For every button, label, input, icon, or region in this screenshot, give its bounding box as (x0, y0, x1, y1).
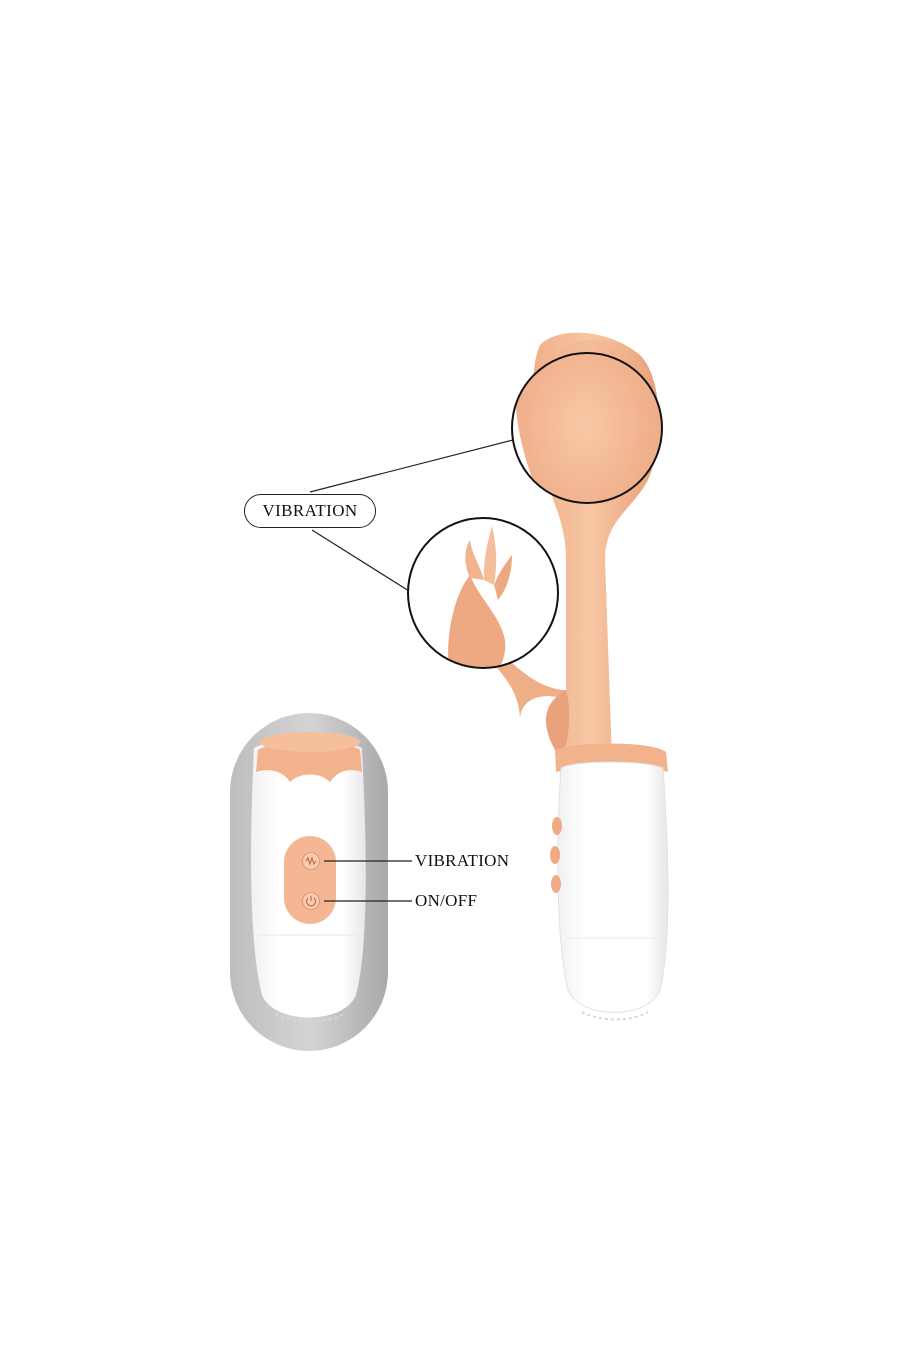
zoom-circle-tip (407, 517, 559, 669)
handle-side-buttons (550, 817, 562, 893)
remote-connectors (324, 860, 412, 902)
remote-onoff-label: ON/OFF (415, 891, 478, 910)
callout-connectors (309, 439, 514, 592)
vibration-wave-icon[interactable] (302, 852, 320, 870)
remote-closeup (230, 713, 388, 1051)
vibration-callout-label: VIBRATION (262, 501, 358, 520)
vibration-callout-pill: VIBRATION (244, 494, 376, 528)
product-handle (557, 761, 669, 1021)
power-icon[interactable] (302, 892, 320, 910)
remote-vibration-label: VIBRATION (415, 851, 510, 870)
